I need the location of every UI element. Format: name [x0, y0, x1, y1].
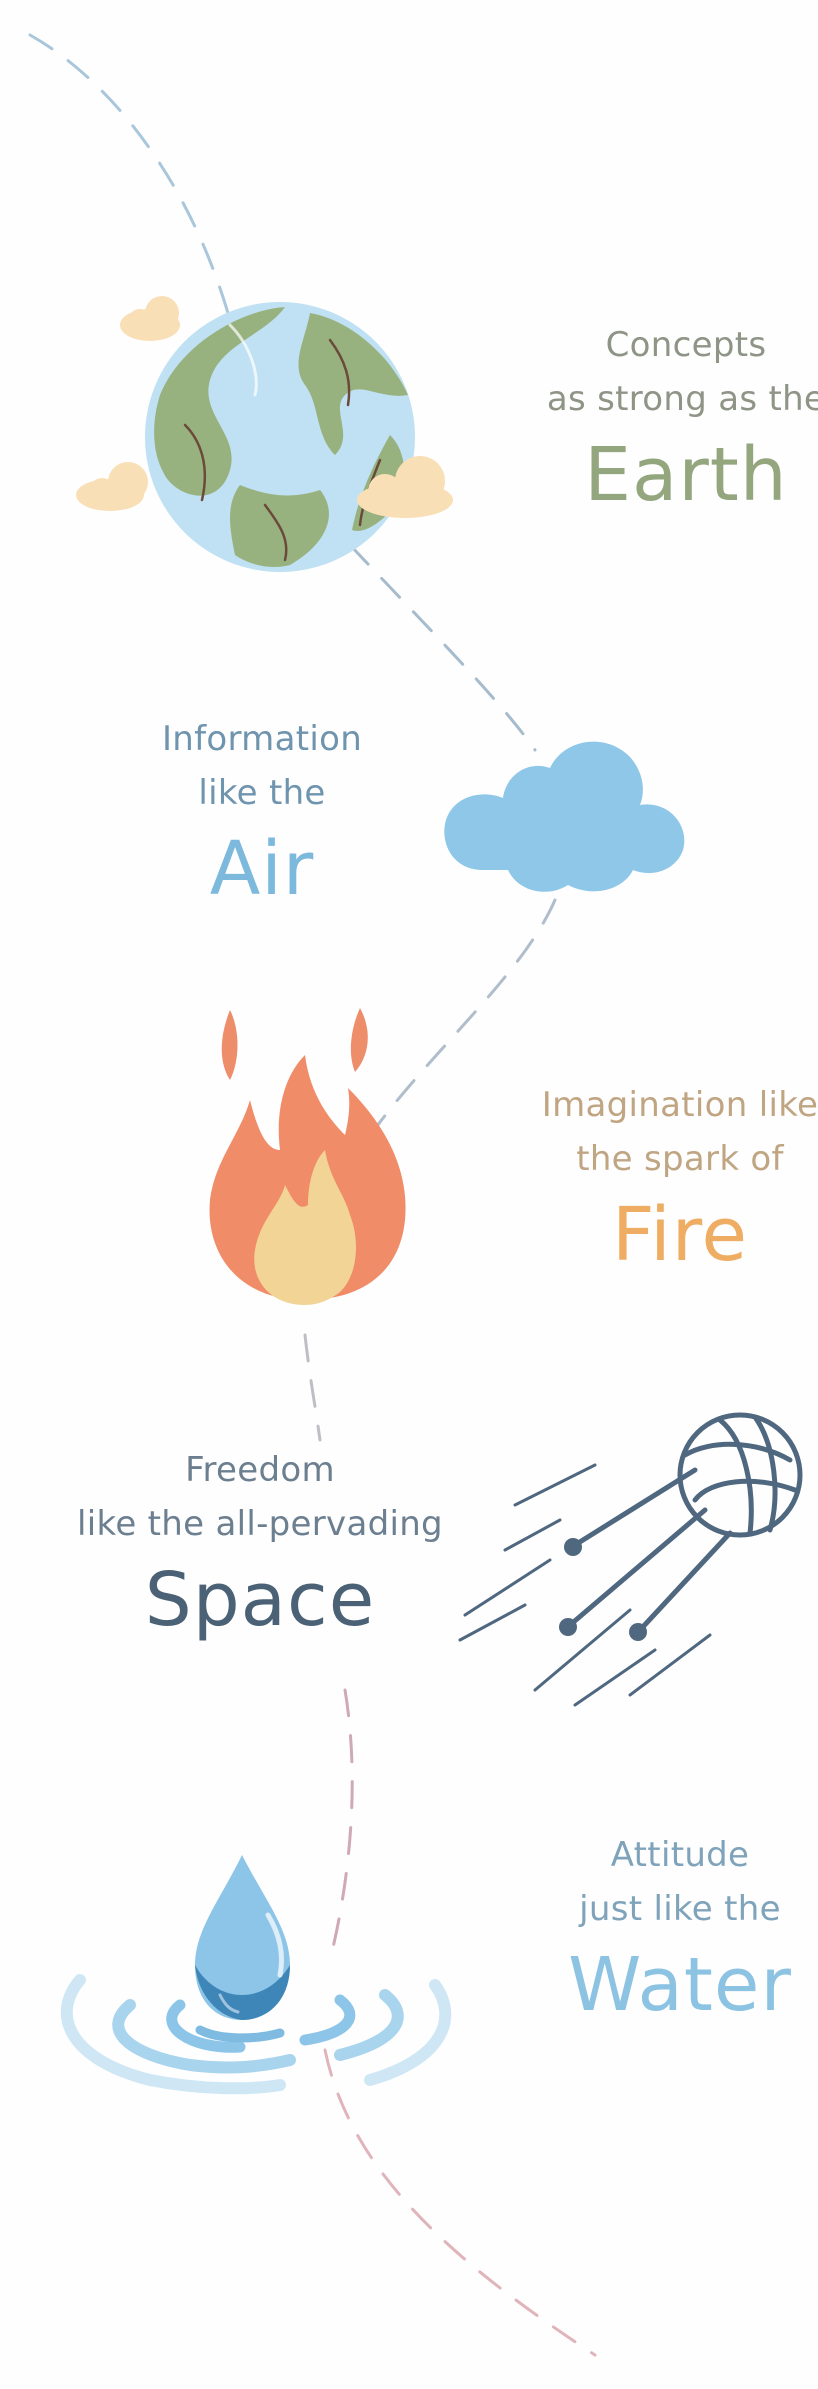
air-caption: Information like the Air [97, 712, 427, 912]
water-line-2: just like the [579, 1889, 781, 1929]
fire-line-1: Imagination like [541, 1085, 818, 1125]
space-heading: Space [144, 1557, 376, 1643]
earth-heading: Earth [584, 432, 788, 518]
earth-caption: Concepts as strong as the Earth [521, 318, 818, 518]
air-line-1: Information [161, 719, 363, 759]
space-line-1: Freedom [185, 1450, 335, 1490]
water-line-1: Attitude [610, 1835, 750, 1875]
cloud-icon [444, 741, 685, 892]
earth-globe-icon [76, 296, 453, 572]
space-caption: Freedom like the all-pervading Space [75, 1443, 445, 1643]
fire-heading: Fire [611, 1192, 749, 1278]
water-heading: Water [568, 1942, 792, 2028]
fire-line-2: the spark of [576, 1139, 784, 1179]
space-line-2: like the all-pervading [77, 1504, 443, 1544]
air-heading: Air [209, 826, 315, 912]
earth-line-1: Concepts [605, 325, 767, 365]
water-caption: Attitude just like the Water [515, 1828, 818, 2028]
air-line-2: like the [198, 773, 326, 813]
earth-line-2: as strong as the [546, 379, 818, 419]
flame-icon [209, 1008, 406, 1305]
fire-caption: Imagination like the spark of Fire [515, 1078, 818, 1278]
water-drop-icon [60, 1855, 452, 2095]
satellite-icon [458, 1412, 803, 1707]
